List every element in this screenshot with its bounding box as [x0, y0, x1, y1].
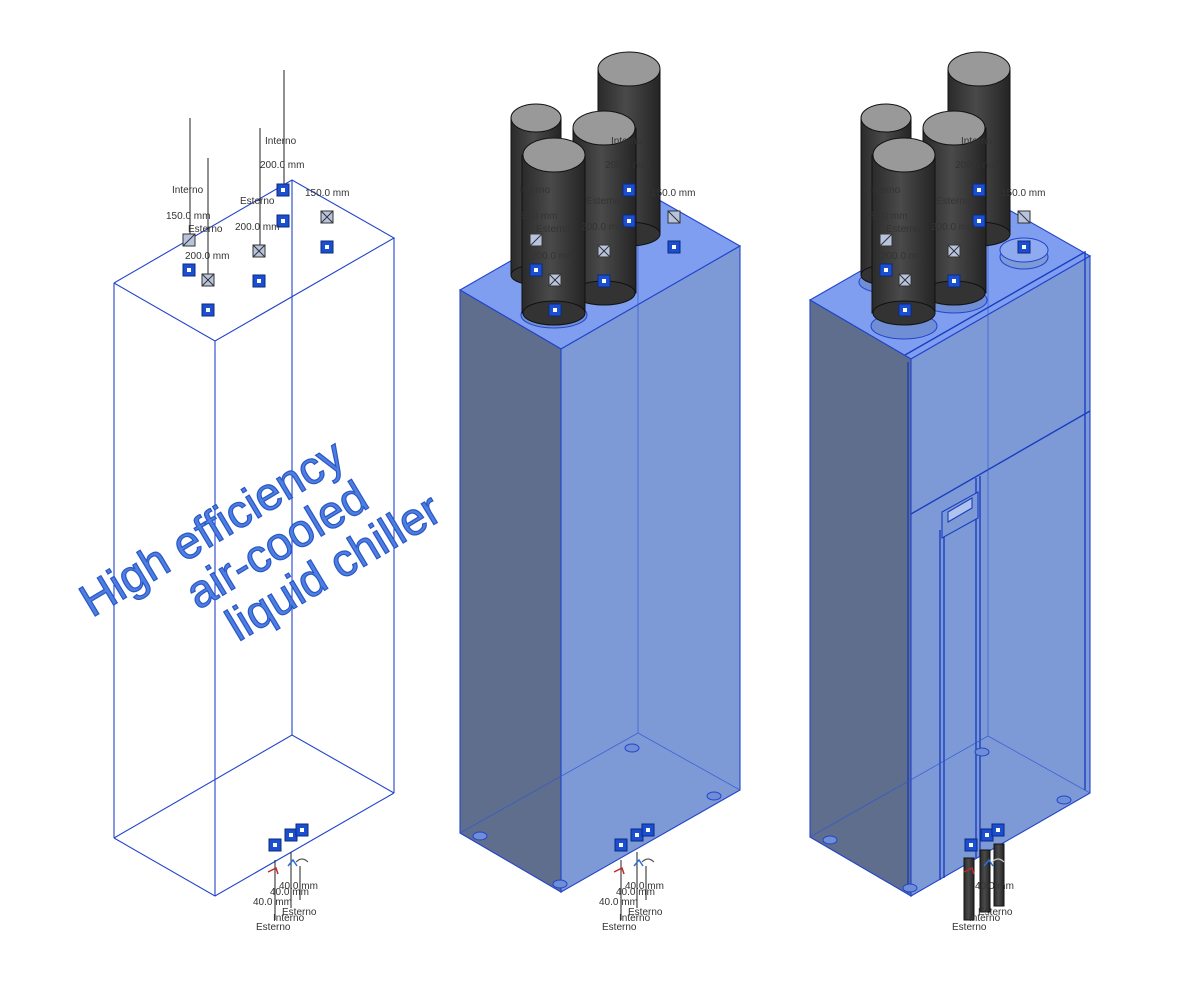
- wireframe-top-connectors: [182, 183, 334, 317]
- label-diameter-40: 40.0 mm: [253, 897, 292, 908]
- hot-water-icon: [613, 866, 625, 875]
- cold-water-icon: [287, 858, 298, 867]
- label-esterno: Esterno: [586, 196, 621, 207]
- detailed-bottom-pipes: 40.0 mm Esterno Interno Esterno: [952, 823, 1014, 933]
- label-diameter-200: 200.0 mm: [931, 222, 975, 233]
- wireframe-leaders: [189, 70, 285, 280]
- duct-cylinder: [920, 110, 988, 314]
- label-diameter-150: 150.0 mm: [863, 211, 907, 222]
- label-diameter-150: 150.0 mm: [1001, 188, 1045, 199]
- label-diameter-200: 200.0 mm: [260, 160, 304, 171]
- label-esterno: Esterno: [602, 922, 637, 933]
- shaded-bottom-connectors: 40.0 mm 40.0 mm 40.0 mm Esterno Interno …: [599, 823, 664, 933]
- label-diameter-40: 40.0 mm: [975, 881, 1014, 892]
- label-diameter-200: 200.0 mm: [605, 160, 649, 171]
- label-interno: Interno: [265, 136, 297, 147]
- detailed-connectors: [879, 183, 1031, 317]
- label-esterno: Esterno: [952, 922, 987, 933]
- label-interno: Interno: [869, 185, 901, 196]
- product-watermark: High efficiency air-cooled liquid chille…: [70, 428, 450, 652]
- label-diameter-150: 150.0 mm: [513, 211, 557, 222]
- label-diameter-200: 200.0 mm: [881, 251, 925, 262]
- label-esterno: Esterno: [188, 224, 223, 235]
- label-esterno: Esterno: [240, 196, 275, 207]
- label-esterno: Esterno: [978, 907, 1013, 918]
- wireframe-top-labels: Interno 150.0 mm Esterno 200.0 mm Intern…: [166, 136, 349, 262]
- label-diameter-150: 150.0 mm: [651, 188, 695, 199]
- label-diameter-200: 200.0 mm: [185, 251, 229, 262]
- wireframe-bottom-connectors: 40.0 mm 40.0 mm 40.0 mm Esterno Interno …: [253, 823, 318, 933]
- pipe-stub: [993, 843, 1005, 907]
- pipe-stub: [979, 849, 991, 913]
- label-interno: Interno: [619, 913, 651, 924]
- label-interno: Interno: [611, 136, 643, 147]
- label-esterno: Esterno: [256, 922, 291, 933]
- label-interno: Interno: [273, 913, 305, 924]
- control-panel-icon: [941, 491, 979, 539]
- label-diameter-200: 200.0 mm: [955, 160, 999, 171]
- label-diameter-200: 200.0 mm: [235, 222, 279, 233]
- label-diameter-40: 40.0 mm: [279, 881, 318, 892]
- view-detailed[interactable]: Interno 150.0 mm Esterno 200.0 mm Intern…: [808, 51, 1092, 933]
- duct-cylinder: [870, 137, 938, 340]
- pipe-stub: [963, 857, 975, 921]
- detailed-top-labels: Interno 150.0 mm Esterno 200.0 mm Intern…: [863, 136, 1045, 262]
- label-diameter-200: 200.0 mm: [581, 222, 625, 233]
- label-esterno: Esterno: [936, 196, 971, 207]
- detailed-ducts: [858, 51, 1011, 340]
- drain-icon: [295, 858, 309, 863]
- label-diameter-150: 150.0 mm: [166, 211, 210, 222]
- detailed-feet: [822, 747, 1072, 893]
- label-interno: Interno: [519, 185, 551, 196]
- shaded-ducts: [510, 51, 661, 329]
- label-diameter-40: 40.0 mm: [599, 897, 638, 908]
- wireframe-box: [113, 179, 396, 897]
- label-esterno: Esterno: [628, 907, 663, 918]
- label-interno: Interno: [961, 136, 993, 147]
- label-diameter-200: 200.0 mm: [531, 251, 575, 262]
- label-esterno: Esterno: [886, 224, 921, 235]
- hot-water-icon: [963, 866, 975, 875]
- view-wireframe[interactable]: Interno 150.0 mm Esterno 200.0 mm Intern…: [70, 70, 450, 933]
- label-interno: Interno: [172, 185, 204, 196]
- drain-icon: [991, 858, 1005, 863]
- shaded-connectors: [529, 183, 681, 317]
- hot-water-icon: [267, 866, 279, 875]
- label-interno: Interno: [969, 913, 1001, 924]
- label-esterno: Esterno: [536, 224, 571, 235]
- shaded-top-labels: Interno 150.0 mm Esterno 200.0 mm Intern…: [513, 136, 695, 262]
- detailed-box: [808, 197, 1092, 897]
- label-esterno: Esterno: [282, 907, 317, 918]
- label-diameter-150: 150.0 mm: [305, 188, 349, 199]
- cold-water-icon: [983, 858, 994, 867]
- view-shaded[interactable]: Interno 150.0 mm Esterno 200.0 mm Intern…: [458, 51, 742, 933]
- label-diameter-40: 40.0 mm: [616, 887, 655, 898]
- cold-water-icon: [633, 858, 644, 867]
- shaded-feet: [472, 743, 722, 889]
- drain-icon: [641, 858, 655, 863]
- label-diameter-40: 40.0 mm: [625, 881, 664, 892]
- label-diameter-40: 40.0 mm: [270, 887, 309, 898]
